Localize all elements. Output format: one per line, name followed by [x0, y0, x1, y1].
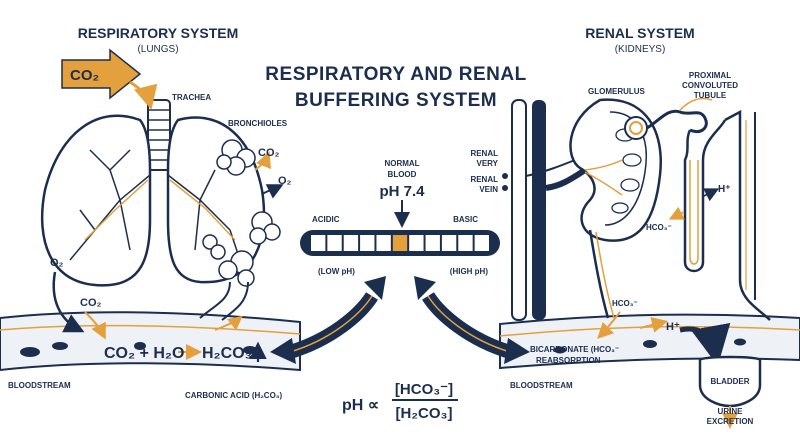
nephron-illustration: [624, 97, 771, 321]
ph-segment: [425, 235, 440, 251]
bronchioles-label: BRONCHIOLES: [228, 119, 288, 128]
co2-input-arrow: [61, 48, 158, 110]
title-line1: RESPIRATORY AND RENAL: [265, 64, 526, 85]
bladder-illustration: [698, 355, 762, 429]
co2-out-label: CO₂: [258, 147, 280, 159]
equation-right: H₂CO₃: [202, 345, 252, 362]
co2-out-arrow: [254, 151, 271, 171]
ph-segment: [441, 235, 457, 251]
reabsorption-label-2: REABSORPTION: [536, 356, 601, 365]
trachea-label: TRACHEA: [172, 93, 211, 102]
basic-label: BASIC: [453, 215, 478, 224]
hco3-tubule-arrow: [668, 206, 685, 220]
pct-label-1: PROXIMAL: [689, 71, 731, 80]
renal-artery-label-1: RENAL: [470, 149, 498, 158]
ph-segment: [311, 235, 326, 251]
formula-denominator: [H₂CO₃]: [396, 405, 453, 422]
respiratory-link-arrow: [270, 276, 386, 364]
h-plus-tubule-label: H⁺: [718, 184, 731, 195]
h-plus-tubule-arrow: [703, 188, 720, 202]
ph-segment: [327, 235, 342, 251]
lungs-illustration: [40, 99, 281, 321]
urine-label-2: EXCRETION: [707, 417, 754, 426]
title-line2: BUFFERING SYSTEM: [295, 90, 497, 111]
urine-label-1: URINE: [718, 407, 744, 416]
kidney-illustration: [569, 98, 662, 319]
ph-segment: [474, 235, 489, 251]
equation-left: CO₂ + H₂O: [104, 345, 184, 362]
h-plus-lower-arrow: [639, 317, 668, 333]
pct-label-3: TUBULE: [694, 91, 727, 100]
co2-in-arrow: [84, 311, 106, 340]
renal-vein-label-2: VEIN: [479, 185, 498, 194]
formula-lhs: pH ∝: [342, 397, 379, 414]
renal-vein-label-1: RENAL: [470, 175, 498, 184]
pct-label-2: CONVOLUTED: [682, 81, 738, 90]
ph-segment: [409, 235, 424, 251]
o2-out-label: O₂: [278, 175, 292, 187]
o2-in-label: O₂: [50, 257, 64, 269]
renal-subheading: (KIDNEYS): [615, 44, 666, 55]
ph-segment: [360, 235, 375, 251]
ph-scale-bar: [300, 230, 500, 256]
o2-in-arrow: [52, 271, 85, 333]
o2-out-arrow: [261, 184, 284, 199]
carbonic-acid-label: CARBONIC ACID (H₂CO₃): [185, 391, 283, 400]
ph-value: pH 7.4: [379, 183, 425, 200]
to-bladder-arrow: [679, 322, 731, 366]
co2-in-label: CO₂: [80, 297, 102, 309]
glomerulus-label: GLOMERULUS: [588, 87, 646, 96]
normal-label-1: NORMAL: [384, 159, 419, 168]
hco3-tubule-label: HCO₃⁻: [646, 223, 672, 232]
reabsorption-label-1: BICARBONATE (HCO₃⁻: [530, 345, 619, 354]
formula-numerator: [HCO₃⁻]: [395, 381, 453, 398]
bloodstream-right-label: BLOODSTREAM: [510, 381, 573, 390]
ph-segment: [343, 235, 359, 251]
renal-vessels: [502, 99, 587, 321]
h-plus-lower-label: H⁺: [666, 321, 680, 333]
low-ph-label: (LOW pH): [318, 267, 355, 276]
acidic-label: ACIDIC: [312, 215, 340, 224]
renal-heading: RENAL SYSTEM: [585, 25, 694, 41]
co2-input-label: CO₂: [70, 67, 99, 84]
bloodstream-left-label: BLOODSTREAM: [8, 381, 71, 390]
normal-label-2: BLOOD: [388, 170, 417, 179]
ph-segment: [376, 235, 391, 251]
respiratory-subheading: (LUNGS): [137, 44, 178, 55]
respiratory-heading: RESPIRATORY SYSTEM: [78, 25, 239, 41]
renal-link-arrow: [414, 276, 530, 364]
ph-segment-normal: [392, 235, 408, 251]
hco3-lower-label: HCO₃⁻: [612, 299, 638, 308]
renal-artery-label-2: VERY: [477, 159, 499, 168]
high-ph-label: (HIGH pH): [450, 267, 489, 276]
ph-segment: [458, 235, 473, 251]
bladder-label: BLADDER: [710, 377, 749, 386]
hco3-lower-arrow: [597, 311, 621, 339]
lung-to-blood-arrow: [214, 315, 243, 331]
